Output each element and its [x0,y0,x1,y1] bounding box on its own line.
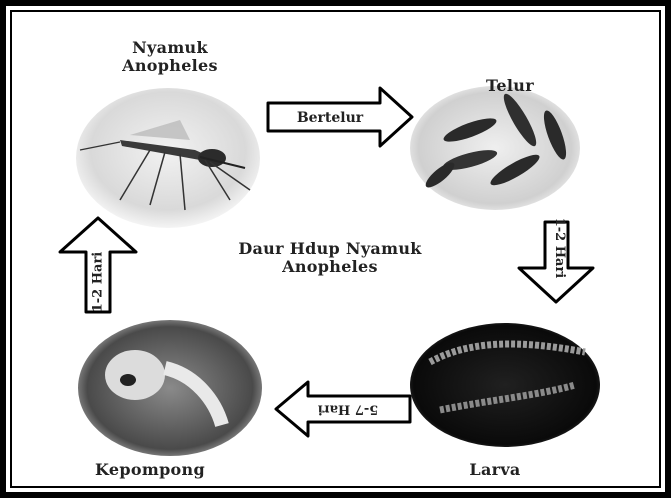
arrow-label-left: 1-2 Hari [91,252,106,313]
arrow-right-1-2-hari: 1-2 Hari [519,218,593,302]
stage-label-kepompong: Kepompong [80,461,220,479]
diagram-title: Daur Hdup Nyamuk Anopheles [200,240,460,276]
stage-label-nyamuk: Nyamuk Anopheles [95,39,245,75]
pupa-image [78,320,262,456]
arrow-label-bottom: 5-7 Hari [318,402,379,417]
stage-label-telur: Telur [460,77,560,95]
eggs-image [410,86,580,210]
arrow-label-top: Bertelur [297,110,364,126]
stage-label-larva: Larva [455,461,535,479]
arrow-left-1-2-hari: 1-2 Hari [60,218,136,312]
arrow-5-7-hari: 5-7 Hari [276,382,410,436]
larva-image [410,323,600,447]
arrow-label-right: 1-2 Hari [552,218,567,279]
arrow-bertelur: Bertelur [268,88,412,146]
mosquito-image [76,88,260,228]
